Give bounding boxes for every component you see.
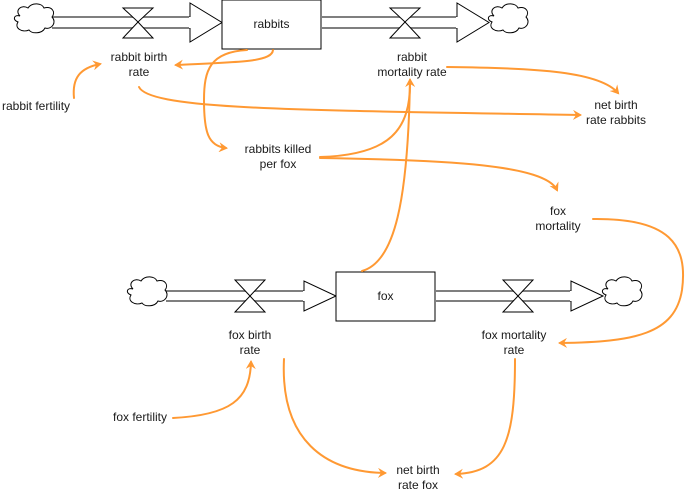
label-line: net birth [396,463,440,477]
label-line: rate [239,343,261,357]
label-line: mortality [535,219,581,233]
label-line: rate rabbits [585,113,647,127]
variable-net-birth-rate-rabbits[interactable]: net birth rate rabbits [586,98,646,128]
flow-arrowhead-icon [189,2,223,43]
link-fox-mortality-to-fox-mortality-rate[interactable] [558,217,684,348]
variable-net-birth-rate-fox[interactable]: net birth rate fox [396,463,439,493]
fox-inflow-pipe [166,280,338,312]
fox-outflow-pipe [435,280,605,312]
variable-fox-mortality[interactable]: fox mortality [535,204,580,234]
link-rabbits-killed-per-fox-to-rabbit-mortality-rate[interactable] [319,78,416,158]
flow-label-rabbit-mortality-rate[interactable]: rabbit mortality rate [377,50,446,80]
label-line: rate [503,343,525,357]
flow-label-rabbit-birth-rate[interactable]: rabbit birth rate [111,50,168,80]
stock-fox-label: fox [377,289,394,303]
label-line: per fox [259,157,297,171]
link-fox-fertility-to-fox-birth-rate[interactable] [172,360,256,419]
valve-icon[interactable] [233,279,267,313]
source-cloud-icon [13,3,55,34]
link-fox-to-rabbit-mortality-rate[interactable] [361,79,411,272]
label-line: rabbit birth [110,50,168,64]
flow-label-fox-mortality-rate[interactable]: fox mortality rate [482,328,547,358]
flow-arrowhead-icon [570,280,605,312]
label-line: fox birth [228,328,272,342]
label-line: rate fox [397,478,439,492]
label-line: rabbit [396,50,428,64]
flow-arrowhead-icon [456,2,490,43]
variable-rabbit-fertility[interactable]: rabbit fertility [2,99,71,113]
label-line: rate [128,65,150,79]
valve-icon[interactable] [388,7,422,39]
label-line: net birth [594,98,638,112]
link-rabbit-mortality-rate-to-net-birth-rate-rabbits[interactable] [446,66,620,95]
stock-fox-box[interactable] [335,271,436,322]
sink-cloud-icon [487,3,529,34]
link-fox-birth-rate-to-net-birth-rate-fox[interactable] [282,358,387,478]
label-line: mortality rate [377,65,447,79]
rabbit-outflow-pipe [321,2,490,43]
flow-arrowhead-icon [303,280,338,312]
flow-label-fox-birth-rate[interactable]: fox birth rate [229,328,272,358]
link-rabbit-birth-rate-to-net-birth-rate-rabbits[interactable] [138,86,582,120]
valve-icon[interactable] [501,279,535,313]
link-fox-mortality-rate-to-net-birth-rate-fox[interactable] [454,358,516,479]
rabbit-inflow-pipe [52,2,223,43]
source-cloud-icon [126,276,168,307]
link-rabbit-fertility-to-rabbit-birth-rate[interactable] [72,60,102,99]
label-line: fox mortality [481,328,547,342]
label-line: fox [549,204,566,218]
variable-fox-fertility[interactable]: fox fertility [113,410,168,424]
link-rabbits-to-rabbit-birth-rate[interactable] [174,49,274,70]
valve-icon[interactable] [121,7,155,39]
link-rabbits-killed-per-fox-to-fox-mortality[interactable] [319,157,559,192]
variable-rabbits-killed-per-fox[interactable]: rabbits killed per fox [245,142,312,172]
link-rabbits-to-rabbits-killed-per-fox[interactable] [202,49,248,153]
stock-rabbits-label: rabbits [253,17,290,31]
stock-rabbits-box[interactable] [221,0,322,50]
label-line: rabbits killed [244,142,312,156]
sink-cloud-icon [601,276,643,307]
